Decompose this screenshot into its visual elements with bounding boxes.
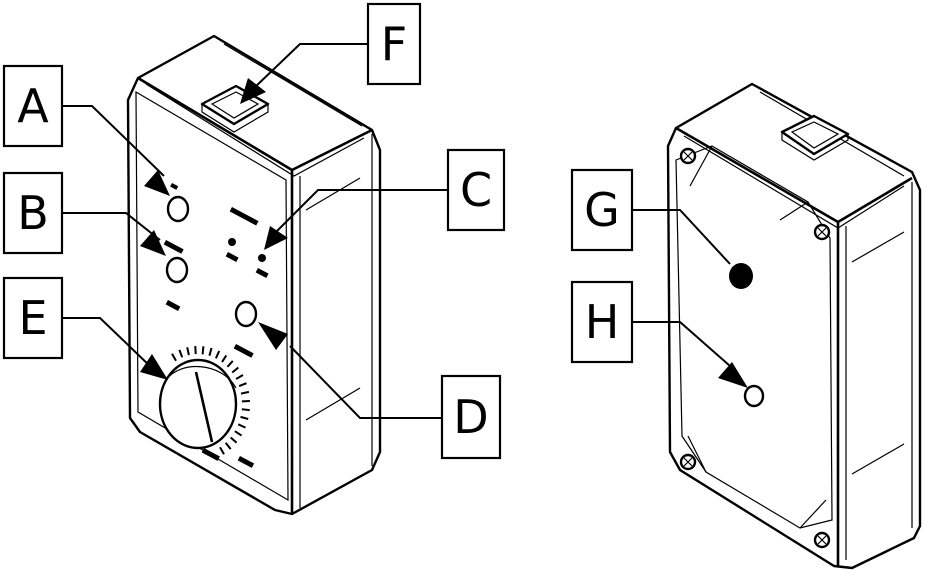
label-d-text: D — [453, 390, 488, 444]
back-top-connector — [780, 114, 850, 161]
dial-tick — [240, 390, 250, 395]
label-h-text: H — [585, 295, 620, 349]
dial-tick — [208, 347, 213, 356]
hole-g — [729, 263, 753, 289]
dial-tick — [226, 360, 234, 368]
led-c — [258, 254, 266, 262]
front-enclosure — [126, 34, 382, 516]
grommet-h — [743, 384, 765, 408]
knob-e — [158, 346, 250, 455]
label-d: D — [440, 374, 502, 460]
label-c: C — [446, 148, 506, 232]
dial-tick — [241, 408, 250, 412]
dial-tick — [214, 350, 221, 359]
dial-tick — [230, 436, 238, 444]
label-b: B — [2, 171, 64, 255]
dial-tick — [234, 430, 243, 437]
dial-tick — [201, 346, 205, 355]
panel-text-marks — [163, 182, 269, 468]
screws — [679, 147, 831, 549]
dial-tick — [235, 374, 244, 380]
dial-tick — [219, 446, 225, 455]
front-panel — [135, 90, 289, 502]
back-enclosure-body — [666, 82, 922, 570]
dial-tick — [231, 366, 240, 374]
dial-tick — [171, 353, 177, 362]
dial-tick — [186, 347, 190, 356]
label-e-text: E — [18, 291, 47, 345]
back-enclosure — [666, 82, 922, 570]
button-d — [234, 300, 258, 328]
label-g: G — [570, 168, 634, 252]
label-f-text: F — [381, 17, 407, 71]
dial-tick — [178, 349, 184, 358]
label-h: H — [570, 280, 634, 364]
label-b-text: B — [17, 186, 49, 240]
back-panel — [675, 145, 833, 529]
dial-tick — [240, 415, 249, 420]
button-b — [165, 256, 189, 284]
led-left — [228, 238, 236, 246]
dial-tick — [238, 382, 247, 388]
leaders — [62, 43, 748, 419]
label-g-text: G — [584, 183, 620, 237]
dial-tick — [221, 354, 228, 363]
dial-tick — [224, 442, 232, 450]
label-a-text: A — [17, 79, 49, 133]
label-c-text: C — [460, 163, 492, 217]
label-f: F — [366, 2, 422, 86]
button-a — [166, 195, 190, 223]
label-e: E — [2, 276, 64, 360]
dial-tick — [237, 423, 246, 429]
label-a: A — [2, 64, 64, 148]
